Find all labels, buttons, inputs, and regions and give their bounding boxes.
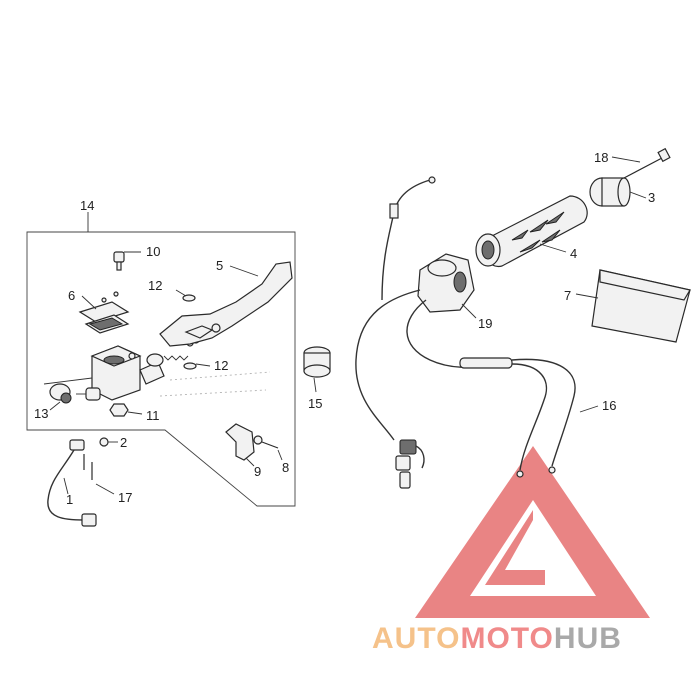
callout-16: 16 xyxy=(602,398,616,413)
callout-7: 7 xyxy=(564,288,571,303)
part-3-bar-end-weight xyxy=(589,177,647,207)
part-19-throttle-housing xyxy=(417,253,477,319)
master-cylinder-assembly-frame xyxy=(26,212,296,507)
part-17-screws xyxy=(83,454,115,495)
callout-3: 3 xyxy=(648,190,655,205)
watermark-moto: MOTO xyxy=(460,622,553,655)
handlebar-outline xyxy=(159,371,271,397)
part-18-bolt xyxy=(611,147,671,179)
part-9-clamp xyxy=(225,423,255,467)
part-12-washers xyxy=(175,289,211,370)
part-6-reservoir-cap xyxy=(78,291,130,334)
switch-connector xyxy=(395,439,425,489)
callout-12-bottom: 12 xyxy=(214,358,228,373)
callout-14: 14 xyxy=(80,198,94,213)
callout-13: 13 xyxy=(34,406,48,421)
part-2-washer xyxy=(99,437,118,447)
part-8-clamp-screw xyxy=(253,435,283,461)
callout-10: 10 xyxy=(146,244,160,259)
part-4-throttle-grip xyxy=(475,195,588,268)
part-10-bleed-screw xyxy=(113,251,141,271)
part-1-brake-switch xyxy=(47,439,97,527)
watermark-text: AUTOMOTOHUB xyxy=(372,622,622,655)
callout-8: 8 xyxy=(282,460,289,475)
part-16-switch-wires xyxy=(511,358,599,478)
part-7-bag xyxy=(575,269,691,343)
callout-18: 18 xyxy=(594,150,608,165)
callout-19: 19 xyxy=(478,316,492,331)
callout-6: 6 xyxy=(68,288,75,303)
callout-9: 9 xyxy=(254,464,261,479)
part-5-brake-lever xyxy=(159,261,293,347)
callout-4: 4 xyxy=(570,246,577,261)
callout-11: 11 xyxy=(146,408,160,423)
throttle-cables xyxy=(355,176,513,441)
watermark-hub: HUB xyxy=(554,622,622,655)
watermark-logo xyxy=(415,446,650,618)
part-11-nut xyxy=(109,403,143,417)
callout-17: 17 xyxy=(118,490,132,505)
part-13-banjo-fitting xyxy=(49,383,72,411)
watermark-auto: AUTO xyxy=(372,622,460,655)
callout-15: 15 xyxy=(308,396,322,411)
callout-1: 1 xyxy=(66,492,73,507)
callout-5: 5 xyxy=(216,258,223,273)
callout-12-top: 12 xyxy=(148,278,162,293)
callout-2: 2 xyxy=(120,435,127,450)
part-15-sleeve xyxy=(303,346,331,393)
